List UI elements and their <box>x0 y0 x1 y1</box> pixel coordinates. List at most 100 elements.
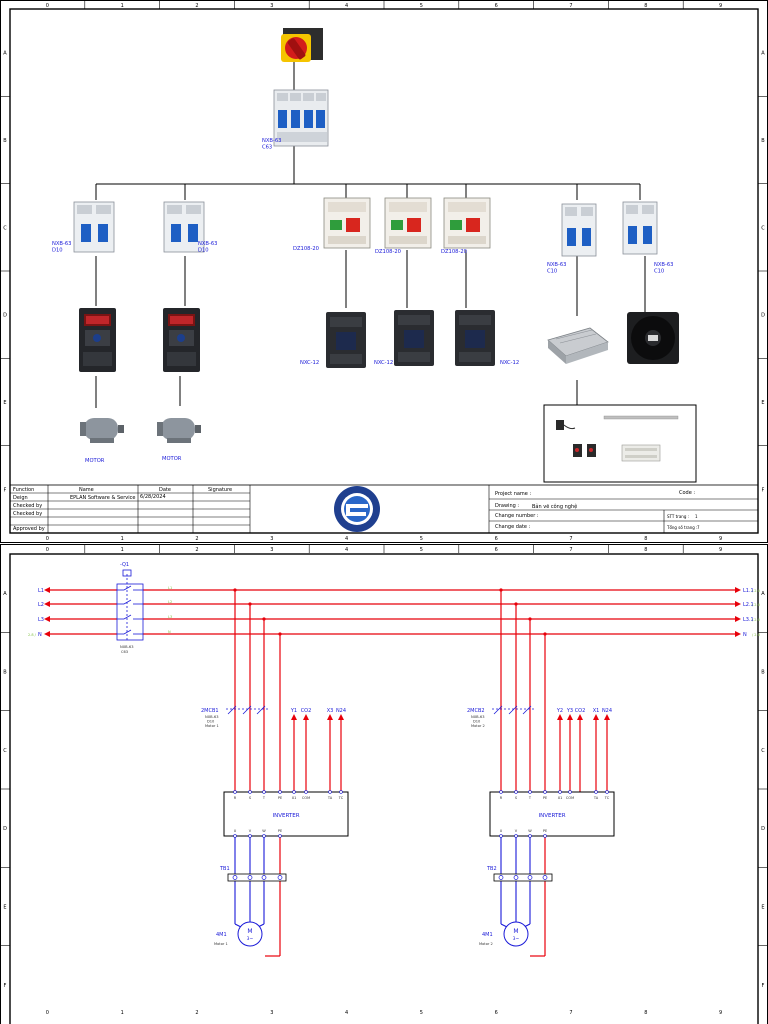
mcb-d10-1-icon <box>73 201 115 253</box>
bus-labels-right: L1.1/ 2.0L2.1/ 2.0L3.1/ 2.0N/ 2.0 <box>743 588 760 638</box>
signal-label: Y3 <box>566 708 573 714</box>
row-marker: E <box>761 905 764 911</box>
dz108-1-icon <box>323 197 371 249</box>
junction-dots <box>233 588 547 636</box>
mcb-d10-1-label: NXB-63 D10 <box>52 241 73 254</box>
plc-icon <box>621 444 661 462</box>
motor2-symbol-icon <box>503 921 529 947</box>
tb-stt: STT trang : <box>667 514 689 519</box>
row-marker: E <box>761 400 764 406</box>
motor1-symbol-letter: M <box>247 928 252 935</box>
terminal-point <box>513 875 519 880</box>
q1-label: -Q1 <box>120 562 129 568</box>
inverter-terminal <box>262 790 266 794</box>
contactor-3-icon <box>455 310 495 366</box>
column-marker: 1 <box>121 547 124 553</box>
signal-label: N24 <box>336 708 346 714</box>
main-breaker-label: NXB-63 C63 <box>262 138 283 151</box>
inverter-terminal <box>514 790 518 794</box>
inverter-terminal <box>528 834 532 838</box>
bus-label-right: L3.1 <box>743 617 754 623</box>
column-marker: 1 <box>121 536 124 542</box>
terminal-point <box>232 875 238 880</box>
column-marker: 9 <box>719 536 722 542</box>
column-marker: 0 <box>46 547 49 553</box>
terminal-point <box>261 875 267 880</box>
dz108-2-label: DZ108-20 <box>375 249 401 255</box>
tb-drawing: Drawing : <box>495 503 519 509</box>
q1-output-label: N <box>168 630 171 634</box>
sheet1-connection-lines <box>95 62 646 408</box>
inverter-terminal <box>278 834 282 838</box>
column-marker: 9 <box>719 1010 722 1016</box>
column-marker: 0 <box>46 536 49 542</box>
terminal-label: V <box>515 829 518 833</box>
bus-ref-right: / 2.0 <box>752 603 760 607</box>
column-marker: 4 <box>345 536 348 542</box>
sheet2-inner-frame <box>9 553 759 1024</box>
bus-label-left: N <box>38 632 42 638</box>
inverter-terminal <box>262 834 266 838</box>
column-marker: 6 <box>495 1010 498 1016</box>
tb-row-checked2: Checked by <box>13 511 42 517</box>
terminal-point <box>277 875 283 880</box>
tb-row-checked1: Checked by <box>13 503 42 509</box>
terminal-label: COM <box>566 796 574 800</box>
column-marker: 0 <box>46 3 49 9</box>
bus-label-left: L2 <box>38 602 44 608</box>
column-marker: 3 <box>270 3 273 9</box>
motor1-sub: Motor 1 <box>214 942 228 946</box>
tb-col-function: Function <box>13 487 34 493</box>
column-marker: 2 <box>195 536 198 542</box>
terminal-label: T <box>528 796 532 800</box>
signal-label: X3 <box>327 708 334 714</box>
inverter-terminal <box>514 834 518 838</box>
inverter-terminal <box>568 790 572 794</box>
column-marker: 7 <box>569 3 572 9</box>
terminal-label: S <box>515 796 518 800</box>
terminal-label: U <box>234 829 237 833</box>
row-marker: D <box>761 313 765 319</box>
terminal-label: U <box>500 829 503 833</box>
mcb1-symbol <box>226 705 268 715</box>
tb1-block <box>227 873 287 882</box>
inverter-terminal <box>278 790 282 794</box>
terminal-label: R <box>234 796 237 800</box>
signal-label: Y2 <box>556 708 563 714</box>
inverter-terminal <box>543 790 547 794</box>
row-marker: C <box>761 225 765 231</box>
mcb1-sub: NXB-63 D10 Motor 1 <box>205 715 220 728</box>
q1-output-label: L3 <box>168 615 172 619</box>
terminal-label: PE <box>278 829 282 833</box>
row-marker: A <box>3 591 7 597</box>
terminal-label: T <box>262 796 266 800</box>
q1-output-label: L1 <box>168 586 172 590</box>
column-marker: 3 <box>270 1010 273 1016</box>
terminal-label: W <box>528 829 532 833</box>
row-marker: A <box>761 591 765 597</box>
bus-label-right: L2.1 <box>743 602 754 608</box>
terminal-point <box>542 875 548 880</box>
terminal-label: TA <box>327 796 333 800</box>
terminal-point <box>498 875 504 880</box>
inverter-2-icon <box>163 308 200 372</box>
column-marker: 7 <box>569 536 572 542</box>
signal-label: X1 <box>593 708 600 714</box>
row-marker: D <box>3 313 7 319</box>
inverter-terminal <box>528 790 532 794</box>
company-logo-icon <box>334 486 380 532</box>
mcb2-symbol <box>492 705 534 715</box>
terminal-label: TA <box>593 796 599 800</box>
bus-ref-right: / 2.0 <box>752 633 760 637</box>
terminal-label: X1 <box>292 796 297 800</box>
column-marker: 8 <box>644 1010 647 1016</box>
column-marker: 8 <box>644 536 647 542</box>
dz108-2-icon <box>384 197 432 249</box>
